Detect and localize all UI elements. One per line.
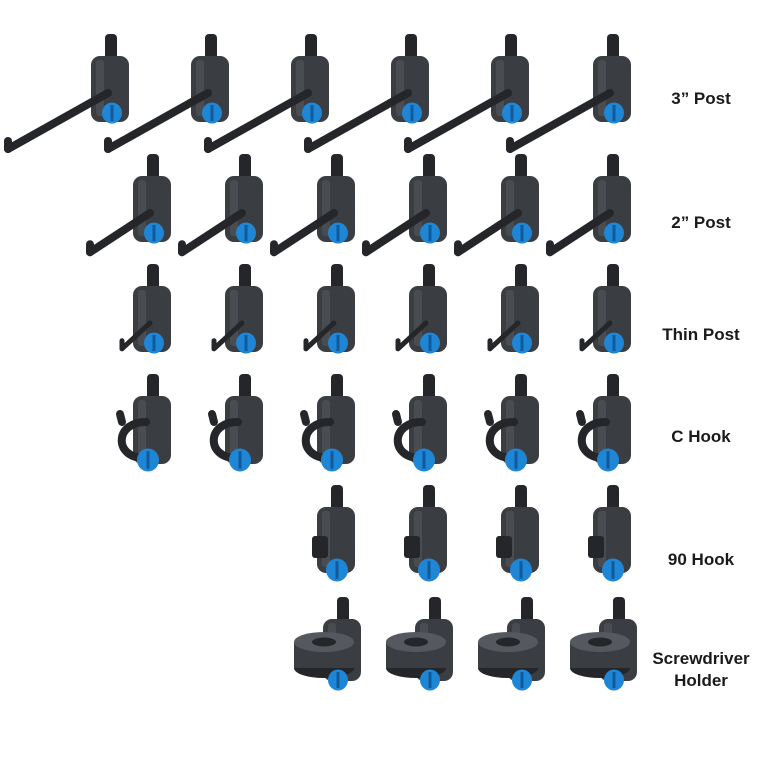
- 2in-post-hook-3: [270, 154, 355, 257]
- row-label-thin-post: Thin Post: [646, 324, 756, 346]
- row-label-90-hook: 90 Hook: [646, 549, 756, 571]
- row-label-3in-post: 3” Post: [646, 88, 756, 110]
- 90-hook-hook-2: [404, 485, 447, 582]
- row-label-line: Holder: [674, 671, 728, 690]
- 3in-post-hook-3: [204, 34, 329, 153]
- row-label-line: Thin Post: [662, 325, 740, 344]
- row-label-line: Screwdriver: [652, 649, 750, 668]
- screwdriver-hook-3: [478, 597, 545, 691]
- 2in-post-hook-4: [362, 154, 447, 257]
- row-label-line: 2” Post: [671, 213, 731, 232]
- c-hook-hook-6: [576, 374, 631, 472]
- thin-post-hook-4: [395, 264, 447, 354]
- row-label-c-hook: C Hook: [646, 426, 756, 448]
- row-label-line: 90 Hook: [667, 550, 735, 569]
- thin-post-hook-2: [211, 264, 263, 354]
- 3in-post-hook-2: [104, 34, 229, 153]
- 2in-post-hook-1: [86, 154, 171, 257]
- thin-post-hook-3: [303, 264, 355, 354]
- c-hook-hook-2: [208, 374, 263, 472]
- 3in-post-hook-5: [404, 34, 529, 153]
- c-hook-hook-5: [484, 374, 539, 472]
- c-hook-hook-4: [392, 374, 447, 472]
- thin-post-hook-1: [119, 264, 171, 354]
- 90-hook-hook-3: [496, 485, 539, 582]
- 90-hook-hook-4: [588, 485, 631, 582]
- screwdriver-hook-1: [294, 597, 361, 691]
- screwdriver-hook-2: [386, 597, 453, 691]
- thin-post-hook-6: [579, 264, 631, 354]
- 2in-post-hook-6: [546, 154, 631, 257]
- c-hook-hook-3: [300, 374, 355, 472]
- row-label-line: 3” Post: [671, 89, 731, 108]
- 3in-post-hook-6: [506, 34, 631, 153]
- screwdriver-hook-4: [570, 597, 637, 691]
- thin-post-hook-5: [487, 264, 539, 354]
- 2in-post-hook-5: [454, 154, 539, 257]
- 3in-post-hook-4: [304, 34, 429, 153]
- row-label-2in-post: 2” Post: [646, 212, 756, 234]
- 90-hook-hook-1: [312, 485, 355, 582]
- row-label-line: C Hook: [671, 427, 731, 446]
- 3in-post-hook-1: [4, 34, 129, 153]
- c-hook-hook-1: [116, 374, 171, 472]
- 2in-post-hook-2: [178, 154, 263, 257]
